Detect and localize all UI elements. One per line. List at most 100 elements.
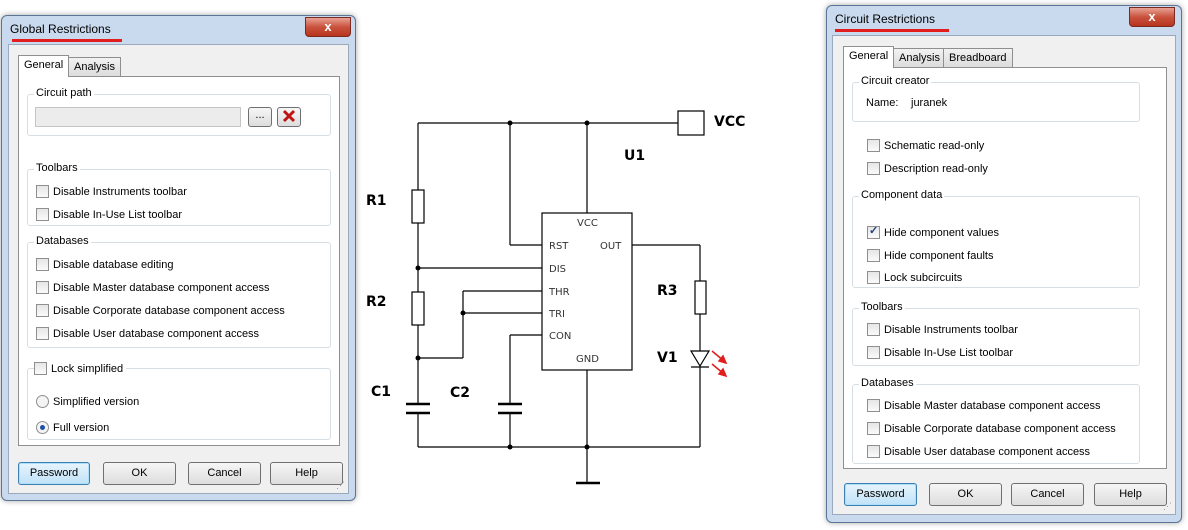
checkbox-box[interactable] (34, 362, 47, 375)
checkbox-label: Disable In-Use List toolbar (53, 208, 183, 221)
checkbox-box[interactable] (36, 281, 49, 294)
circuit-path-field[interactable] (35, 107, 241, 127)
tab-general[interactable]: General (843, 46, 895, 68)
checkbox-label: Lock subcircuits (884, 271, 963, 284)
tab-analysis[interactable]: Analysis (893, 48, 946, 67)
window-title: Global Restrictions (10, 22, 111, 36)
checkbox-box[interactable] (867, 422, 880, 435)
resize-grip-icon[interactable]: ⋰ (336, 480, 345, 490)
checkbox-box[interactable] (36, 327, 49, 340)
resize-grip-icon[interactable]: ⋰ (1163, 501, 1172, 511)
circuit-path-group: Circuit path ... (27, 87, 331, 136)
checkbox-label: Lock simplified (51, 362, 124, 375)
checkbox-disable-master-db[interactable]: Disable Master database component access (36, 281, 269, 294)
tab-analysis[interactable]: Analysis (68, 57, 121, 76)
r1-label: R1 (366, 193, 387, 209)
checkbox-box[interactable] (867, 271, 880, 284)
pin-rst: RST (549, 241, 569, 252)
checkbox-box[interactable] (867, 323, 880, 336)
databases-group: Databases Disable Master database compon… (852, 377, 1140, 464)
toolbars-group: Toolbars Disable Instruments toolbar Dis… (852, 301, 1140, 366)
checkbox-disable-inuse-toolbar[interactable]: Disable In-Use List toolbar (867, 346, 1013, 359)
checkbox-box[interactable] (867, 224, 880, 239)
circuit-restrictions-window: Circuit Restrictions x General Analysis … (826, 5, 1182, 523)
checkbox-box[interactable] (36, 208, 49, 221)
close-button[interactable]: x (1129, 7, 1175, 27)
radio-label: Simplified version (53, 395, 140, 408)
checkbox-lock-subcircuits[interactable]: Lock subcircuits (867, 271, 962, 284)
ok-button[interactable]: OK (103, 462, 176, 485)
checkbox-hide-component-faults[interactable]: Hide component faults (867, 249, 993, 262)
password-button[interactable]: Password (18, 462, 90, 485)
tab-general[interactable]: General (18, 55, 70, 77)
checkbox-description-readonly[interactable]: Description read-only (867, 162, 988, 175)
checkbox-box[interactable] (867, 249, 880, 262)
component-data-group: Component data Hide component values Hid… (852, 189, 1140, 288)
checkbox-lock-simplified[interactable]: Lock simplified (34, 362, 127, 375)
radio-full-version[interactable]: Full version (36, 421, 109, 434)
circuit-creator-group: Circuit creator Name: juranek (852, 75, 1140, 122)
checkbox-box[interactable] (867, 445, 880, 458)
password-button[interactable]: Password (844, 483, 917, 506)
cancel-button[interactable]: Cancel (1011, 483, 1084, 506)
r2-label: R2 (366, 294, 387, 310)
checkbox-disable-master-db[interactable]: Disable Master database component access (867, 399, 1100, 412)
browse-button[interactable]: ... (248, 107, 272, 127)
ok-button[interactable]: OK (929, 483, 1002, 506)
checkbox-disable-corporate-db[interactable]: Disable Corporate database component acc… (867, 422, 1116, 435)
pin-vcc: VCC (577, 218, 598, 229)
checkbox-box[interactable] (867, 139, 880, 152)
checkbox-box[interactable] (867, 399, 880, 412)
checkbox-disable-instruments-toolbar[interactable]: Disable Instruments toolbar (867, 323, 1018, 336)
checkbox-disable-database-editing[interactable]: Disable database editing (36, 258, 173, 271)
creator-name-value: juranek (911, 97, 948, 109)
creator-name-label: Name: (866, 97, 899, 109)
r3-label: R3 (657, 283, 678, 299)
checkbox-schematic-readonly[interactable]: Schematic read-only (867, 139, 984, 152)
checkbox-box[interactable] (36, 185, 49, 198)
group-label: Circuit creator (859, 75, 932, 87)
cancel-button[interactable]: Cancel (188, 462, 261, 485)
checkbox-label: Schematic read-only (884, 139, 985, 152)
vcc-terminal (677, 110, 705, 136)
vcc-label: VCC (714, 114, 745, 130)
clear-path-button[interactable] (277, 107, 301, 127)
general-tab-panel: Circuit path ... Toolbars Disable Instru… (18, 76, 340, 446)
checkbox-box[interactable] (36, 304, 49, 317)
pin-con: CON (549, 331, 571, 342)
global-restrictions-window: Global Restrictions x General Analysis C… (1, 15, 356, 501)
radio-circle[interactable] (36, 395, 49, 408)
checkbox-hide-component-values[interactable]: Hide component values (867, 224, 999, 239)
checkbox-label: Hide component values (884, 226, 999, 239)
checkbox-label: Hide component faults (884, 249, 994, 262)
group-label: Databases (859, 377, 916, 389)
tab-label: Analysis (74, 61, 115, 73)
radio-circle[interactable] (36, 421, 49, 434)
checkbox-box[interactable] (867, 346, 880, 359)
toolbars-group: Toolbars Disable Instruments toolbar Dis… (27, 162, 331, 226)
tab-breadboard[interactable]: Breadboard (943, 48, 1013, 67)
close-button[interactable]: x (305, 17, 351, 37)
group-label: Component data (859, 189, 945, 201)
radio-simplified-version[interactable]: Simplified version (36, 395, 139, 408)
checkbox-label: Disable In-Use List toolbar (884, 346, 1014, 359)
checkbox-box[interactable] (36, 258, 49, 271)
pin-dis: DIS (549, 264, 566, 275)
checkbox-box[interactable] (867, 162, 880, 175)
checkbox-disable-corporate-db[interactable]: Disable Corporate database component acc… (36, 304, 285, 317)
radio-label: Full version (53, 421, 110, 434)
checkbox-disable-user-db[interactable]: Disable User database component access (867, 445, 1090, 458)
checkbox-disable-user-db[interactable]: Disable User database component access (36, 327, 259, 340)
button-label: Cancel (207, 467, 242, 479)
tab-label: Analysis (899, 52, 940, 64)
title-underline (12, 39, 122, 42)
button-label: Help (1119, 488, 1142, 500)
checkbox-disable-inuse-toolbar[interactable]: Disable In-Use List toolbar (36, 208, 182, 221)
button-label: Help (295, 467, 318, 479)
window-title: Circuit Restrictions (835, 12, 936, 26)
help-button[interactable]: Help (270, 462, 343, 485)
checkbox-disable-instruments-toolbar[interactable]: Disable Instruments toolbar (36, 185, 187, 198)
r2-resistor (411, 291, 425, 326)
pin-out: OUT (600, 241, 622, 252)
help-button[interactable]: Help (1094, 483, 1167, 506)
